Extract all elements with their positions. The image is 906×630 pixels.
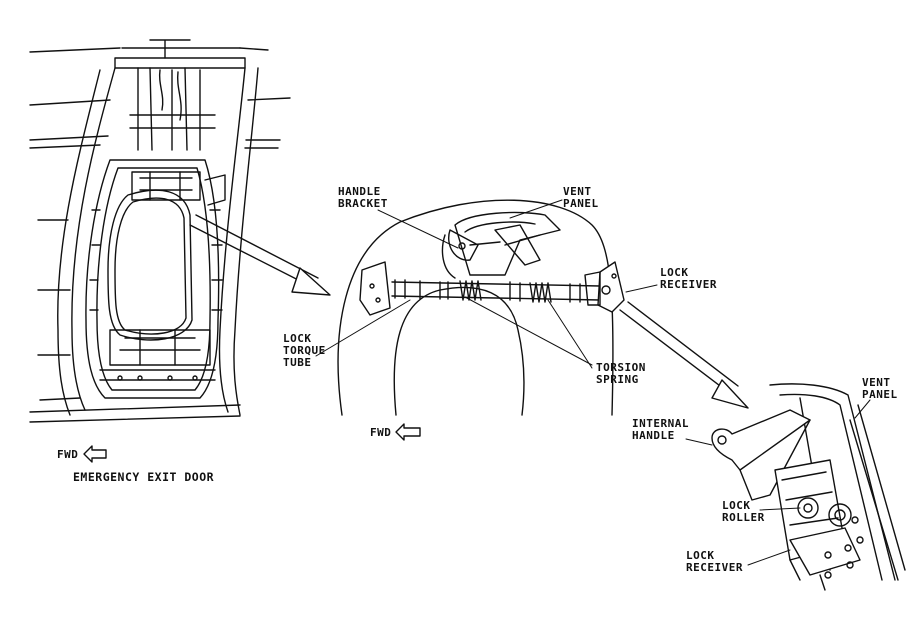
- emergency-exit-door-caption: EMERGENCY EXIT DOOR: [73, 470, 215, 484]
- leader-lines: [315, 199, 871, 566]
- callout-arrow-icon: [619, 301, 749, 409]
- lock-roller-label: LOCK ROLLER: [722, 499, 765, 524]
- internal-handle-label: INTERNAL HANDLE: [632, 417, 689, 442]
- fwd-arrow-icon: [395, 423, 421, 441]
- lock-receiver-label-top: LOCK RECEIVER: [660, 266, 717, 291]
- vent-panel-label-top: VENT PANEL: [563, 185, 599, 210]
- fwd-label-center: FWD: [370, 426, 392, 439]
- lock-receiver-label-bottom: LOCK RECEIVER: [686, 549, 743, 574]
- vent-panel-label-right: VENT PANEL: [862, 376, 898, 401]
- torsion-spring-label: TORSION SPRING: [596, 361, 646, 386]
- fwd-arrow-icon: [83, 445, 107, 463]
- emergency-exit-door-drawing: [29, 39, 291, 423]
- lock-torque-tube-drawing: [337, 199, 625, 416]
- handle-bracket-label: HANDLE BRACKET: [338, 185, 388, 210]
- fwd-label-left: FWD: [57, 448, 79, 461]
- lock-torque-tube-label: LOCK TORQUE TUBE: [283, 332, 326, 369]
- lock-roller-detail-drawing: [711, 383, 906, 591]
- callout-arrow-icon: [189, 214, 331, 296]
